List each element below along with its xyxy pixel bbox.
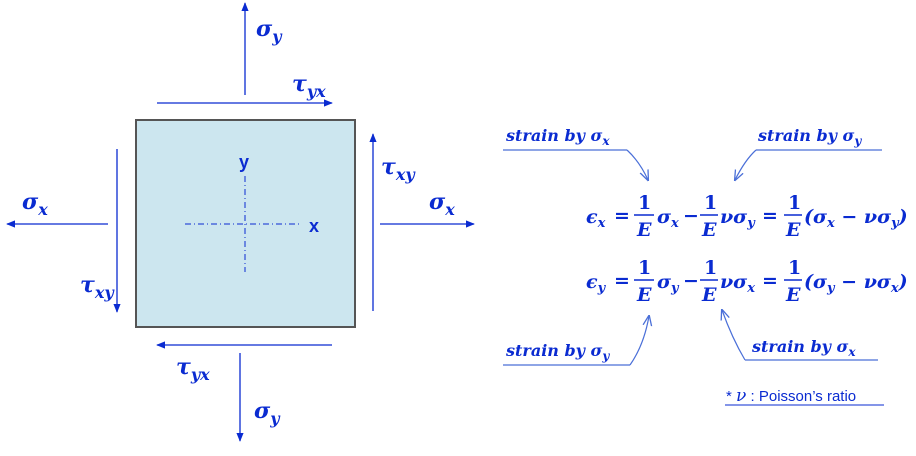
svg-text:ϵy: ϵy xyxy=(586,271,607,296)
note-pointer xyxy=(626,149,648,180)
svg-text:1: 1 xyxy=(704,257,717,279)
svg-text:−: − xyxy=(683,205,699,227)
svg-text:E: E xyxy=(636,284,652,306)
left-tau-label: τxy xyxy=(80,272,115,302)
svg-text:=: = xyxy=(762,270,778,292)
svg-text:E: E xyxy=(636,219,652,241)
svg-text:νσx: νσx xyxy=(720,271,755,296)
bottom-tau-label: τyx xyxy=(176,354,210,384)
svg-text:σy: σy xyxy=(657,271,680,296)
svg-text:1: 1 xyxy=(788,192,801,214)
svg-text:−: − xyxy=(683,270,699,292)
svg-text:=: = xyxy=(762,205,778,227)
right-sigma-label: σx xyxy=(429,189,455,219)
svg-text:1: 1 xyxy=(638,257,651,279)
svg-text:1: 1 xyxy=(638,192,651,214)
svg-text:=: = xyxy=(614,270,630,292)
poisson-footnote: * ν : Poisson’s ratio xyxy=(726,386,856,406)
note-strain-by-sigma-x-bottom: strain by σx xyxy=(751,337,856,359)
svg-text:σx: σx xyxy=(657,206,679,231)
equation-epsilon-y: ϵy = 1 E σy − 1 E νσx = 1 E (σy − νσx) xyxy=(586,257,908,306)
stress-element-square xyxy=(135,119,356,328)
svg-text:(σy − νσx): (σy − νσx) xyxy=(804,271,908,296)
note-strain-by-sigma-y-top: strain by σy xyxy=(757,126,862,148)
top-tau-label: τyx xyxy=(292,71,326,101)
svg-text:1: 1 xyxy=(704,192,717,214)
svg-text:E: E xyxy=(785,284,801,306)
svg-text:(σx − νσy): (σx − νσy) xyxy=(804,206,908,231)
y-axis-label: y xyxy=(239,152,249,172)
bottom-sigma-label: σy xyxy=(254,398,281,428)
svg-text:ϵx: ϵx xyxy=(586,206,606,231)
right-tau-label: τxy xyxy=(381,154,416,184)
note-pointer xyxy=(722,310,746,361)
svg-text:νσy: νσy xyxy=(720,206,756,231)
top-sigma-label: σy xyxy=(256,16,283,46)
svg-text:E: E xyxy=(785,219,801,241)
svg-text:=: = xyxy=(614,205,630,227)
svg-text:E: E xyxy=(701,284,717,306)
equation-epsilon-x: ϵx = 1 E σx − 1 E νσy = 1 E (σx − νσy) xyxy=(586,192,908,241)
note-pointer xyxy=(629,316,649,366)
left-sigma-label: σx xyxy=(22,189,48,219)
x-axis-label: x xyxy=(309,216,319,236)
note-strain-by-sigma-x-top: strain by σx xyxy=(505,126,610,148)
svg-text:E: E xyxy=(701,219,717,241)
note-pointer xyxy=(735,149,757,180)
svg-text:1: 1 xyxy=(788,257,801,279)
note-strain-by-sigma-y-bottom: strain by σy xyxy=(505,341,610,363)
